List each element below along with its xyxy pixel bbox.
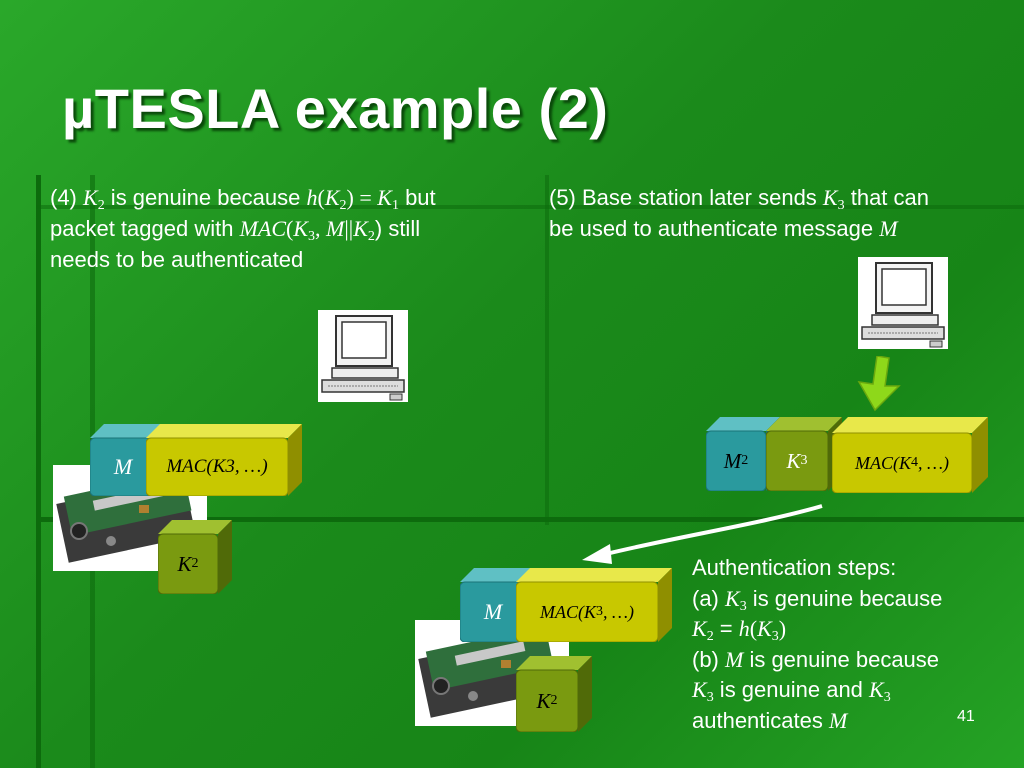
right-line-2: be used to authenticate message M [549,216,898,241]
auth-step-b-end: authenticates M [692,707,848,733]
decor-line-h1 [36,517,1024,522]
auth-steps: Authentication steps: (a) K3 is genuine … [692,553,1012,736]
computer-icon [318,310,408,402]
slide-title: µTESLA example (2) [62,77,609,140]
computer-icon [858,257,948,349]
packet-label-m: M [113,454,133,479]
decor-line-v1 [36,175,41,768]
decor-line-v3 [545,175,549,525]
auth-steps-heading: Authentication steps: [692,555,897,580]
slide-number: 41 [957,708,975,725]
auth-step-a: (a) K3 is genuine because [692,585,943,614]
packet-label-mac: MAC(K3, …) [166,456,268,477]
decor-line-h2 [36,205,1024,209]
down-arrow-icon [857,356,901,412]
auth-step-b-cont: K3 is genuine and K3 [692,677,891,705]
left-line-2: packet tagged with MAC(K3, M||K2) still [50,216,421,244]
right-paragraph: (5) Base station later sends K3 that can… [549,182,1019,244]
left-line-3: needs to be authenticated [50,247,304,272]
packet-top-left-mac: MAC(K3, …) [146,424,302,496]
left-line-1: (4) K2 is genuine because h(K2) = K1 but [50,185,436,213]
auth-step-b: (b) M is genuine because [692,646,940,672]
right-line-1: (5) Base station later sends K3 that can [549,185,929,213]
left-paragraph: (4) K2 is genuine because h(K2) = K1 but… [50,182,530,275]
curved-arrow-icon [582,504,823,564]
auth-step-a-cont: K2 = h(K3) [692,616,787,644]
packet-label-m: M [483,599,503,624]
